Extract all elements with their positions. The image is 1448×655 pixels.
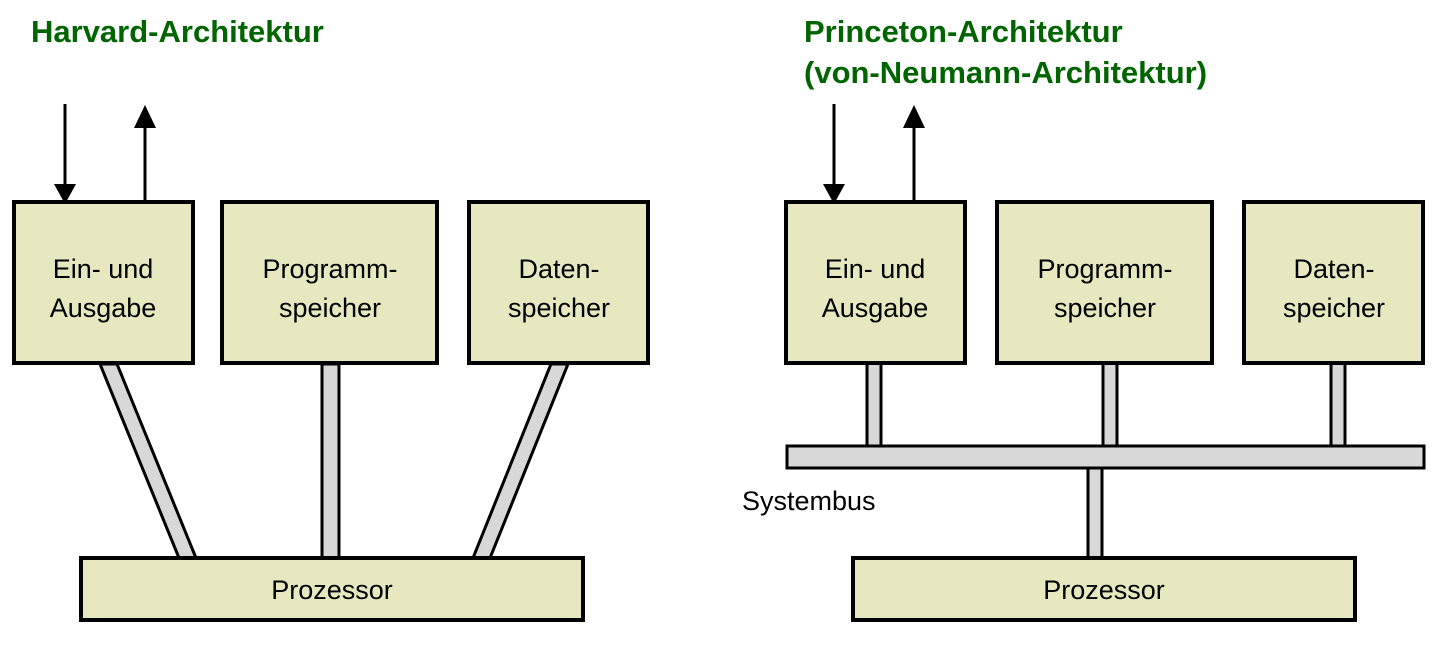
princeton-box-io-line2: Ausgabe (822, 293, 929, 323)
princeton-box-io[interactable]: Ein- und Ausgabe (784, 200, 967, 365)
harvard-input-arrow-icon (54, 104, 76, 204)
harvard-box-data-memory[interactable]: Daten- speicher (467, 200, 650, 365)
harvard-box-data-memory-line1: Daten- (518, 254, 599, 284)
princeton-system-bus[interactable] (785, 444, 1426, 470)
princeton-box-program-memory[interactable]: Programm- speicher (995, 200, 1214, 365)
princeton-title-line1: Princeton-Architektur (804, 14, 1123, 49)
harvard-box-program-memory-line1: Programm- (262, 254, 397, 284)
harvard-box-data-memory-line2: speicher (508, 293, 610, 323)
princeton-connector-data-memory (1329, 361, 1347, 450)
princeton-box-processor[interactable]: Prozessor (851, 556, 1357, 622)
princeton-box-processor-rect[interactable] (851, 556, 1357, 622)
princeton-connector-program-memory (1101, 361, 1119, 450)
princeton-box-processor-label: Prozessor (1043, 575, 1165, 605)
harvard-box-program-memory-rect[interactable] (220, 200, 439, 365)
harvard-box-io-line1: Ein- und (53, 254, 154, 284)
harvard-connector-io (97, 362, 199, 560)
princeton-box-program-memory-line2: speicher (1054, 293, 1156, 323)
princeton-box-data-memory-line2: speicher (1283, 293, 1385, 323)
harvard-box-io-rect[interactable] (12, 200, 195, 365)
harvard-title: Harvard-Architektur (31, 14, 324, 49)
harvard-box-io-line2: Ausgabe (50, 293, 157, 323)
princeton-panel: Princeton-Architektur (von-Neumann-Archi… (742, 14, 1426, 622)
princeton-box-data-memory-line1: Daten- (1293, 254, 1374, 284)
harvard-box-program-memory[interactable]: Programm- speicher (220, 200, 439, 365)
princeton-input-arrow-icon (823, 104, 845, 204)
harvard-connector-data-memory (470, 362, 571, 560)
harvard-box-processor-label: Prozessor (271, 575, 393, 605)
princeton-connector-io (865, 361, 883, 450)
harvard-output-arrow-icon (134, 105, 156, 202)
princeton-box-data-memory-rect[interactable] (1242, 200, 1425, 365)
harvard-box-processor-rect[interactable] (79, 556, 585, 622)
princeton-output-arrow-icon (903, 105, 925, 202)
harvard-connector-program-memory (320, 362, 341, 560)
harvard-box-processor[interactable]: Prozessor (79, 556, 585, 622)
princeton-box-io-rect[interactable] (784, 200, 967, 365)
princeton-box-program-memory-line1: Programm- (1037, 254, 1172, 284)
princeton-system-bus-label: Systembus (742, 486, 876, 516)
harvard-panel: Harvard-Architektur Ein- und Ausgab (12, 14, 650, 622)
princeton-title-line2: (von-Neumann-Architektur) (804, 55, 1207, 90)
harvard-box-program-memory-line2: speicher (279, 293, 381, 323)
princeton-box-io-line1: Ein- und (825, 254, 926, 284)
princeton-box-data-memory[interactable]: Daten- speicher (1242, 200, 1425, 365)
princeton-box-program-memory-rect[interactable] (995, 200, 1214, 365)
harvard-box-data-memory-rect[interactable] (467, 200, 650, 365)
harvard-box-io[interactable]: Ein- und Ausgabe (12, 200, 195, 365)
princeton-connector-processor (1086, 464, 1104, 562)
